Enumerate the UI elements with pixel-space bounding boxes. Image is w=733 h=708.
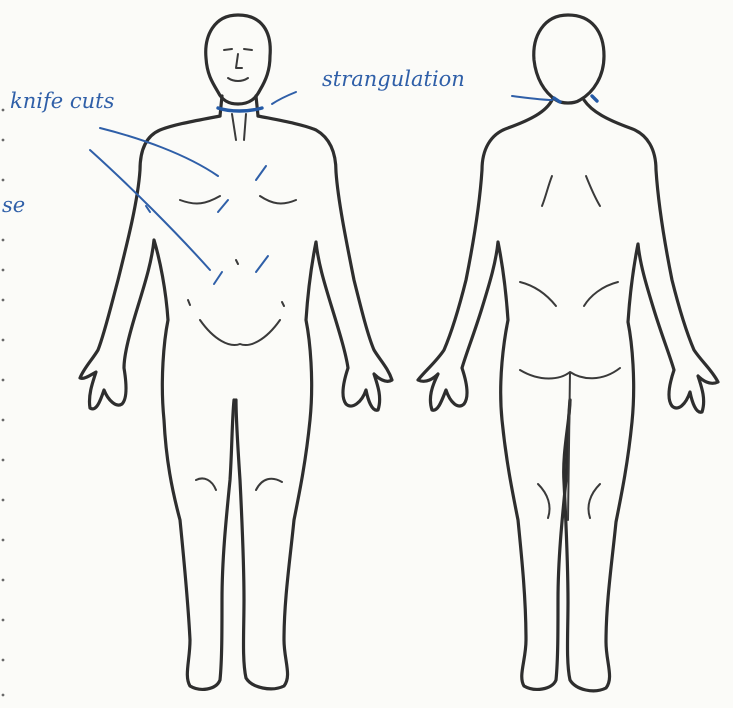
knife-cut-mark xyxy=(218,200,228,212)
knife-cuts-label: knife cuts xyxy=(10,89,115,113)
front-left-outline xyxy=(80,116,234,689)
back-waist xyxy=(520,282,618,306)
front-torso-details xyxy=(180,196,296,345)
front-right-outline xyxy=(236,116,392,689)
knife-cut-mark xyxy=(214,272,222,284)
knife-cuts-leader-line xyxy=(90,150,210,270)
injury-markings xyxy=(90,92,597,284)
knife-cut-mark xyxy=(256,166,266,180)
partial-margin-label: se xyxy=(2,193,25,217)
front-neck-strangulation-mark xyxy=(218,108,262,111)
back-neck-strangulation-mark-right xyxy=(592,96,597,101)
strangulation-label: strangulation xyxy=(322,67,465,91)
knife-cut-mark xyxy=(256,256,268,272)
back-head xyxy=(534,15,604,103)
strangulation-leader-line xyxy=(512,96,552,100)
back-body-figure xyxy=(418,15,718,691)
back-buttocks xyxy=(520,368,620,520)
strangulation-leader-line xyxy=(272,92,296,104)
knife-cuts-leader-line xyxy=(100,128,218,176)
front-face-features xyxy=(224,49,252,81)
back-shoulderblades xyxy=(542,176,600,206)
front-body-figure xyxy=(80,15,392,689)
back-neck-strangulation-mark-left xyxy=(554,98,560,102)
back-right-outline xyxy=(564,100,718,691)
